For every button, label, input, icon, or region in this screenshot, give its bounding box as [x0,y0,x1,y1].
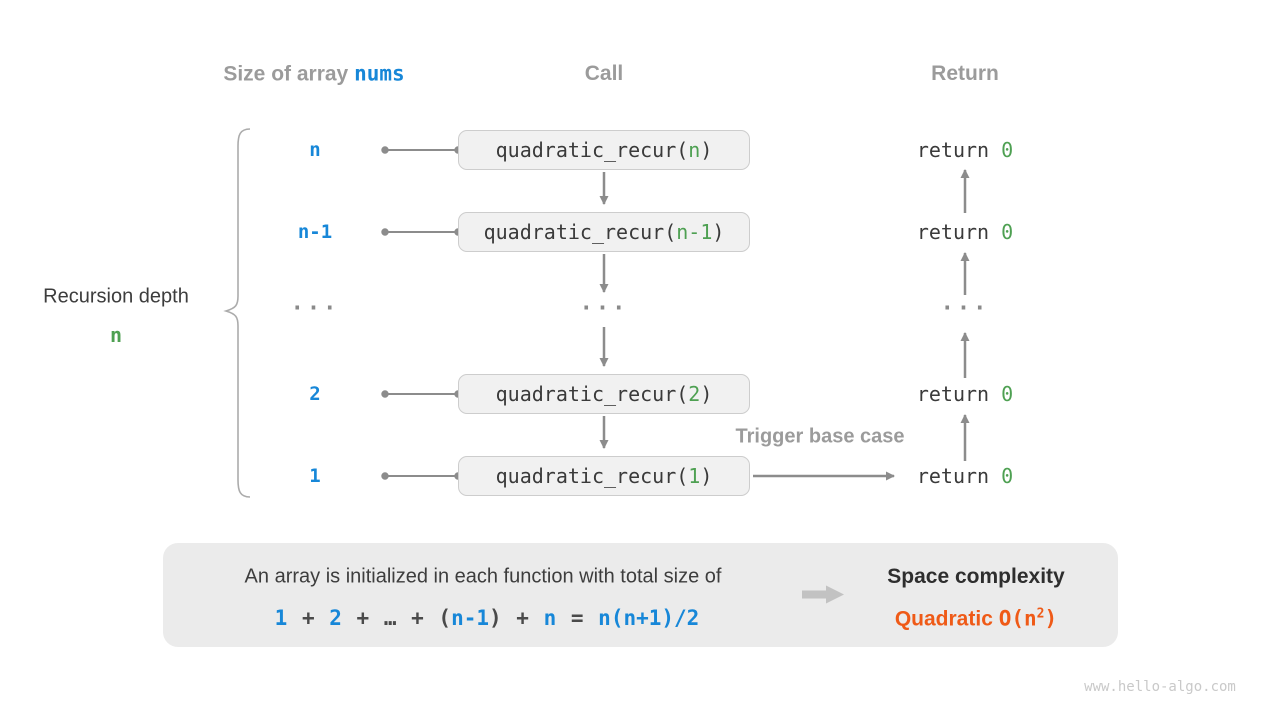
return-value: 0 [1001,220,1014,244]
formula-term: 2 [329,606,342,630]
header-return: Return [931,62,999,85]
size-label-1: 1 [309,465,321,487]
size-label-2: 2 [309,383,321,405]
call-prefix: quadratic_recur( [495,382,689,406]
return-keyword: return [916,464,1002,488]
info-formula: 1 + 2 + … + (n-1) + n = n(n+1)/2 [274,606,700,630]
return-keyword: return [916,382,1002,406]
call-suffix: ) [700,464,713,488]
call-prefix: quadratic_recur( [495,464,689,488]
space-complexity-value: Quadratic O(n2) [895,607,1057,632]
call-arg: 2 [688,382,701,406]
call-box-2: quadratic_recur(2) [458,374,750,414]
info-line1: An array is initialized in each function… [244,565,722,588]
return-statement-n: return 0 [917,138,1013,162]
return-keyword: return [916,220,1002,244]
size-ellipsis: ... [290,290,340,316]
right-arrow-icon [802,585,844,609]
call-arg: n [688,138,701,162]
call-suffix: ) [712,220,725,244]
call-box-1: quadratic_recur(1) [458,456,750,496]
size-connector-1 [381,472,462,480]
info-box [163,543,1118,647]
size-label-n1: n-1 [297,221,333,243]
formula-term: 1 [274,606,288,630]
size-connector-n [381,146,462,154]
header-size-text: Size of array [223,62,355,86]
space-complexity-title: Space complexity [887,565,1065,588]
return-ellipsis: ... [940,290,990,316]
return-statement-1: return 0 [917,464,1013,488]
call-prefix: quadratic_recur( [495,138,689,162]
call-arg: 1 [688,464,701,488]
header-nums-code: nums [354,61,405,86]
big-o-notation: O(n2) [998,606,1058,631]
trigger-base-case-label: Trigger base case [735,425,905,448]
recursion-depth-value: n [109,323,123,347]
recursion-depth-brace [223,128,251,498]
formula-term: n-1 [451,606,490,630]
return-keyword: return [916,138,1002,162]
return-statement-n1: return 0 [917,220,1013,244]
call-arg: n-1 [676,220,713,244]
size-connector-n1 [381,228,462,236]
header-size-of-array: Size of array nums [223,62,404,87]
call-box-n1: quadratic_recur(n-1) [458,212,750,252]
formula-term: n [543,606,557,630]
header-call: Call [584,62,624,85]
call-prefix: quadratic_recur( [483,220,677,244]
formula-result: n(n+1)/2 [598,606,700,630]
call-suffix: ) [700,138,713,162]
recursion-depth-label: Recursion depth [43,285,189,308]
return-statement-2: return 0 [917,382,1013,406]
return-value: 0 [1001,464,1014,488]
website-watermark: www.hello-algo.com [1084,679,1236,695]
return-value: 0 [1001,382,1014,406]
call-ellipsis: ... [579,290,629,316]
call-suffix: ) [700,382,713,406]
size-label-n: n [309,139,321,161]
call-box-n: quadratic_recur(n) [458,130,750,170]
complexity-name: Quadratic [894,607,999,631]
size-connector-2 [381,390,462,398]
return-value: 0 [1001,138,1014,162]
